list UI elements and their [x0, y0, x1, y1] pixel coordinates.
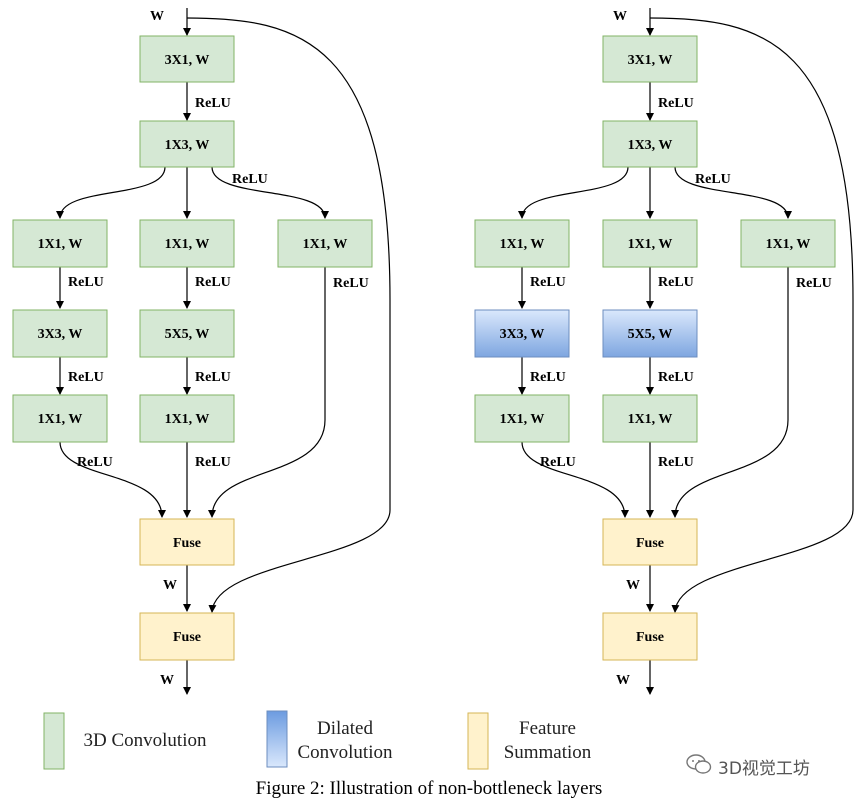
box-label: 3X1, W [165, 53, 210, 68]
relu-label: ReLU [695, 172, 731, 187]
legend-label-dilated-line2: Convolution [297, 742, 393, 763]
relu-label: ReLU [658, 455, 694, 470]
legend-swatch-dilated [266, 710, 288, 768]
box-label: 1X1, W [165, 412, 210, 427]
w-label: W [626, 578, 640, 593]
dilated-conv-5x5-box: 5X5, W [602, 309, 698, 358]
relu-label: ReLU [77, 455, 113, 470]
conv-1x1-box: 1X1, W [12, 394, 108, 443]
right-edge-labels: W ReLU ReLU ReLU ReLU ReLU ReLU ReLU ReL… [530, 9, 832, 688]
box-label: 1X1, W [303, 237, 348, 252]
conv-1x1-box: 1X1, W [474, 394, 570, 443]
legend-label-feature: Feature Summation [490, 717, 605, 765]
fuse-box: Fuse [139, 612, 235, 661]
relu-label: ReLU [195, 275, 231, 290]
w-label: W [160, 673, 174, 688]
watermark-text: 3D视觉工坊 [718, 759, 810, 779]
relu-label: ReLU [658, 96, 694, 111]
legend-label-conv3d: 3D Convolution [83, 730, 207, 751]
wechat-icon [686, 754, 712, 774]
legend-swatches [43, 710, 489, 770]
box-label: Fuse [636, 536, 664, 551]
conv-5x5-box: 5X5, W [139, 309, 235, 358]
legend-label-dilated-line1: Dilated [317, 718, 373, 739]
fuse-box: Fuse [602, 518, 698, 566]
w-label: W [613, 9, 627, 24]
box-label: 5X5, W [165, 327, 210, 342]
left-boxes: 3X1, W 1X3, W 1X1, W 1X1, W 1X1, W 3X3, … [12, 35, 373, 661]
box-label: Fuse [636, 630, 664, 645]
box-label: Fuse [173, 630, 201, 645]
box-label: 3X1, W [628, 53, 673, 68]
relu-label: ReLU [530, 275, 566, 290]
conv-1x1-box: 1X1, W [602, 219, 698, 268]
legend-swatch-feature [467, 712, 489, 770]
relu-label: ReLU [658, 275, 694, 290]
box-label: 5X5, W [628, 327, 673, 342]
relu-label: ReLU [195, 96, 231, 111]
w-label: W [163, 578, 177, 593]
box-label: 1X1, W [38, 237, 83, 252]
conv-3x1-box: 3X1, W [602, 35, 698, 83]
relu-label: ReLU [796, 276, 832, 291]
right-block [518, 8, 854, 695]
relu-label: ReLU [333, 276, 369, 291]
conv-1x1-box: 1X1, W [277, 219, 373, 268]
conv-1x3-box: 1X3, W [602, 120, 698, 168]
dilated-conv-3x3-box: 3X3, W [474, 309, 570, 358]
relu-label: ReLU [658, 370, 694, 385]
right-boxes: 3X1, W 1X3, W 1X1, W 1X1, W 1X1, W 3X3, … [474, 35, 836, 661]
relu-label: ReLU [68, 275, 104, 290]
box-label: 1X3, W [628, 138, 673, 153]
box-label: 3X3, W [38, 327, 83, 342]
conv-1x3-box: 1X3, W [139, 120, 235, 168]
legend-label-dilated: Dilated Convolution [285, 717, 405, 765]
w-label: W [616, 673, 630, 688]
conv-1x1-box: 1X1, W [12, 219, 108, 268]
legend-label-feature-line1: Feature [519, 718, 576, 739]
box-label: 1X3, W [165, 138, 210, 153]
figure-caption: Figure 2: Illustration of non-bottleneck… [255, 778, 603, 799]
conv-1x1-box: 1X1, W [474, 219, 570, 268]
w-label: W [150, 9, 164, 24]
left-edge-labels: W ReLU ReLU ReLU ReLU ReLU ReLU ReLU ReL… [68, 9, 369, 688]
conv-1x1-box: 1X1, W [602, 394, 698, 443]
relu-label: ReLU [530, 370, 566, 385]
box-label: 1X1, W [628, 237, 673, 252]
box-label: 1X1, W [38, 412, 83, 427]
relu-label: ReLU [68, 370, 104, 385]
conv-1x1-box: 1X1, W [139, 394, 235, 443]
relu-label: ReLU [195, 370, 231, 385]
box-label: 1X1, W [500, 412, 545, 427]
relu-label: ReLU [232, 172, 268, 187]
relu-label: ReLU [195, 455, 231, 470]
fuse-box: Fuse [602, 612, 698, 661]
legend-label-feature-line2: Summation [503, 742, 592, 763]
box-label: Fuse [173, 536, 201, 551]
relu-label: ReLU [540, 455, 576, 470]
conv-3x3-box: 3X3, W [12, 309, 108, 358]
conv-1x1-box: 1X1, W [139, 219, 235, 268]
box-label: 1X1, W [500, 237, 545, 252]
conv-3x1-box: 3X1, W [139, 35, 235, 83]
left-block [56, 8, 391, 695]
box-label: 1X1, W [165, 237, 210, 252]
box-label: 3X3, W [500, 327, 545, 342]
conv-1x1-box: 1X1, W [740, 219, 836, 268]
box-label: 1X1, W [766, 237, 811, 252]
box-label: 1X1, W [628, 412, 673, 427]
legend-swatch-conv3d [43, 712, 65, 770]
fuse-box: Fuse [139, 518, 235, 566]
